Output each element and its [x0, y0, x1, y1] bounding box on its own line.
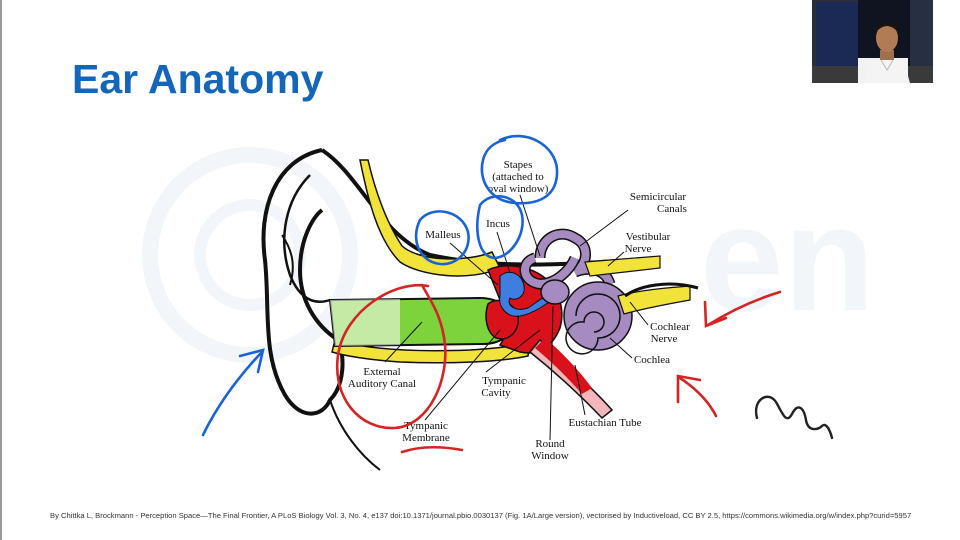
ear-canal-fade — [330, 299, 400, 346]
svg-text:Semicircular: Semicircular — [630, 191, 687, 203]
slide-left-border — [0, 0, 2, 540]
leader-lines — [384, 194, 649, 441]
svg-text:Membrane: Membrane — [402, 432, 450, 444]
svg-text:Stapes: Stapes — [504, 159, 533, 171]
svg-text:Cochlear: Cochlear — [650, 321, 690, 333]
svg-text:Cavity: Cavity — [481, 387, 511, 399]
slide-title: Ear Anatomy — [72, 56, 324, 102]
underline-tympanic-membrane — [400, 445, 464, 454]
arrow-red-cochlear — [706, 290, 782, 327]
black-squiggle — [754, 395, 834, 440]
svg-text:Tympanic: Tympanic — [404, 420, 448, 432]
label-stapes: Stapes (attached to oval window) — [488, 159, 549, 195]
arrow-red-eustachian-head — [676, 374, 702, 404]
svg-text:Window: Window — [531, 450, 568, 462]
lower-tissue — [331, 338, 531, 364]
arrow-blue-pinna — [201, 350, 264, 437]
svg-text:oval window): oval window) — [488, 183, 549, 195]
circle-incus — [476, 195, 524, 260]
arrow-red-eustachian — [678, 376, 718, 418]
blue-annotations — [201, 134, 559, 437]
circle-external-canal — [335, 283, 447, 430]
svg-text:Nerve: Nerve — [625, 243, 652, 255]
arrow-blue-pinna-head — [238, 348, 265, 374]
label-semicircular-canals: Semicircular Canals — [630, 191, 687, 215]
label-tympanic-cavity: Tympanic Cavity — [481, 375, 526, 399]
pinna-inner-fold — [283, 174, 331, 303]
svg-text:Round: Round — [535, 438, 565, 450]
label-vestibular-nerve: Vestibular Nerve — [625, 231, 671, 255]
label-external-auditory-canal: External Auditory Canal — [348, 366, 416, 390]
svg-text:Canals: Canals — [657, 203, 687, 215]
jaw-outline — [329, 399, 381, 471]
svg-text:Nerve: Nerve — [651, 333, 678, 345]
ossicles — [499, 271, 557, 317]
image-credit: By Chittka L, Brockmann - Perception Spa… — [50, 511, 912, 520]
label-cochlear-nerve: Cochlear Nerve — [650, 321, 690, 345]
svg-text:Tympanic: Tympanic — [482, 375, 526, 387]
svg-text:Vestibular: Vestibular — [626, 231, 671, 243]
pinna — [261, 148, 345, 416]
svg-text:Auditory Canal: Auditory Canal — [348, 378, 416, 390]
label-round-window: Round Window — [531, 438, 568, 462]
label-malleus: Malleus — [425, 229, 460, 241]
label-incus: Incus — [486, 218, 510, 230]
red-annotations — [335, 283, 782, 454]
label-tympanic-membrane: Tympanic Membrane — [402, 420, 450, 444]
arrow-red-cochlear-head — [703, 300, 728, 328]
back-skull — [624, 282, 699, 298]
label-cochlea: Cochlea — [634, 354, 670, 366]
tragus — [281, 234, 294, 286]
label-eustachian-tube: Eustachian Tube — [568, 417, 641, 429]
svg-text:(attached to: (attached to — [492, 171, 544, 183]
vestibular-nerve — [584, 255, 661, 277]
svg-text:External: External — [363, 366, 400, 378]
presenter-video-icon — [812, 0, 933, 83]
circle-malleus — [414, 210, 470, 266]
webcam-video — [812, 0, 933, 83]
cochlear-nerve — [617, 285, 691, 315]
